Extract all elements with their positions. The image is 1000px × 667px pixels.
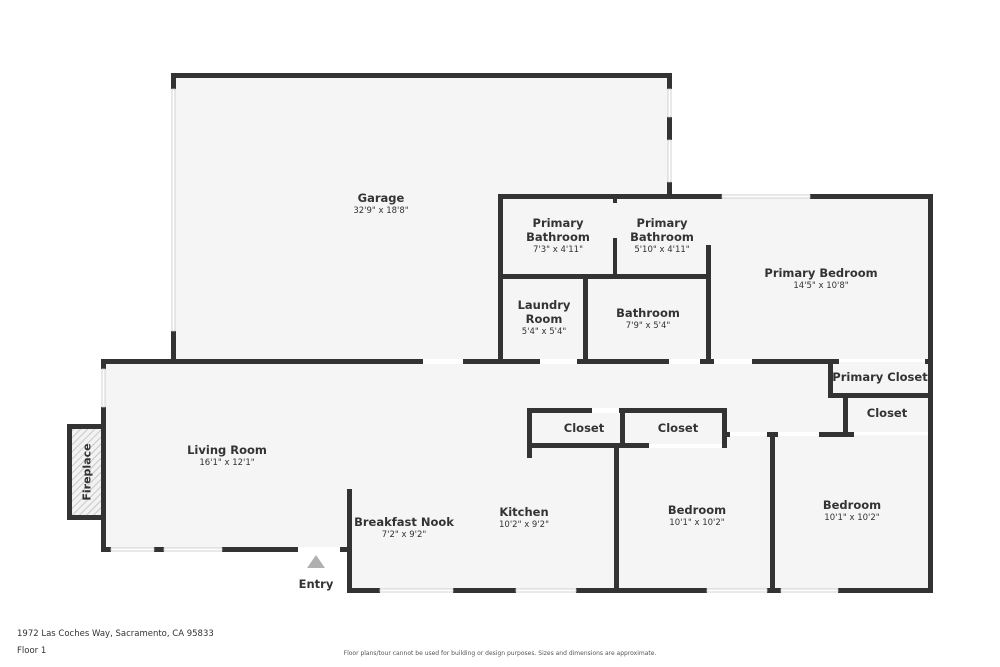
room-garage: Garage 32'9" x 18'8" <box>353 191 408 217</box>
room-name: Primary Bathroom <box>630 216 694 244</box>
room-name: Bedroom <box>667 503 727 517</box>
room-name: Laundry Room <box>517 298 571 326</box>
disclaimer-text: Floor plans/tour cannot be used for buil… <box>343 650 657 657</box>
room-dimensions: 7'3" x 4'11" <box>533 245 583 255</box>
room-bedroom-2: Bedroom 10'1" x 10'2" <box>823 498 881 524</box>
windows <box>101 88 839 593</box>
doorways <box>298 359 928 551</box>
room-closet-right: Closet <box>867 406 907 420</box>
room-bathroom: Bathroom 7'9" x 5'4" <box>616 306 680 332</box>
room-primary-closet: Primary Closet <box>832 370 927 384</box>
room-name: Closet <box>657 421 699 435</box>
room-dimensions: 5'10" x 4'11" <box>634 245 690 255</box>
fireplace-hatch <box>71 428 103 516</box>
room-dimensions: 10'2" x 9'2" <box>499 520 549 530</box>
floor-name: Floor 1 <box>17 646 47 656</box>
room-name: Bedroom <box>822 498 882 512</box>
floor-areas <box>71 76 931 590</box>
room-name: Primary Bathroom <box>526 216 590 244</box>
room-dimensions: 7'2" x 9'2" <box>381 530 427 540</box>
entry-label: Entry <box>298 577 334 591</box>
room-primary-bathroom-2: Primary Bathroom 5'10" x 4'11" <box>622 216 702 256</box>
room-dimensions: 14'5" x 10'8" <box>793 281 849 291</box>
room-laundry: Laundry Room 5'4" x 5'4" <box>509 298 579 338</box>
room-primary-bathroom-1: Primary Bathroom 7'3" x 4'11" <box>518 216 598 256</box>
room-dimensions: 32'9" x 18'8" <box>353 206 409 216</box>
room-dimensions: 7'9" x 5'4" <box>625 321 671 331</box>
room-name: Primary Bedroom <box>764 266 878 280</box>
room-dimensions: 16'1" x 12'1" <box>199 458 255 468</box>
room-name: Living Room <box>187 443 267 457</box>
room-name: Garage <box>357 191 405 205</box>
room-dimensions: 5'4" x 5'4" <box>521 327 567 337</box>
room-living-room: Living Room 16'1" x 12'1" <box>187 443 267 469</box>
room-closet-2: Closet <box>658 421 698 435</box>
entry-arrow-icon <box>307 555 325 568</box>
walls <box>67 73 933 593</box>
room-name: Bathroom <box>616 306 680 320</box>
property-address: 1972 Las Coches Way, Sacramento, CA 9583… <box>17 629 214 639</box>
room-name: Kitchen <box>499 505 549 519</box>
room-closet-1: Closet <box>564 421 604 435</box>
room-dimensions: 10'1" x 10'2" <box>824 513 880 523</box>
room-name: Closet <box>866 406 908 420</box>
room-primary-bedroom: Primary Bedroom 14'5" x 10'8" <box>764 266 877 292</box>
room-breakfast-nook: Breakfast Nook 7'2" x 9'2" <box>354 515 454 541</box>
room-dimensions: 10'1" x 10'2" <box>669 518 725 528</box>
room-name: Primary Closet <box>832 370 928 384</box>
room-kitchen: Kitchen 10'2" x 9'2" <box>499 505 549 531</box>
room-name: Breakfast Nook <box>354 515 454 529</box>
room-bedroom-1: Bedroom 10'1" x 10'2" <box>668 503 726 529</box>
room-name: Closet <box>563 421 605 435</box>
fireplace-label: Fireplace <box>80 443 94 501</box>
